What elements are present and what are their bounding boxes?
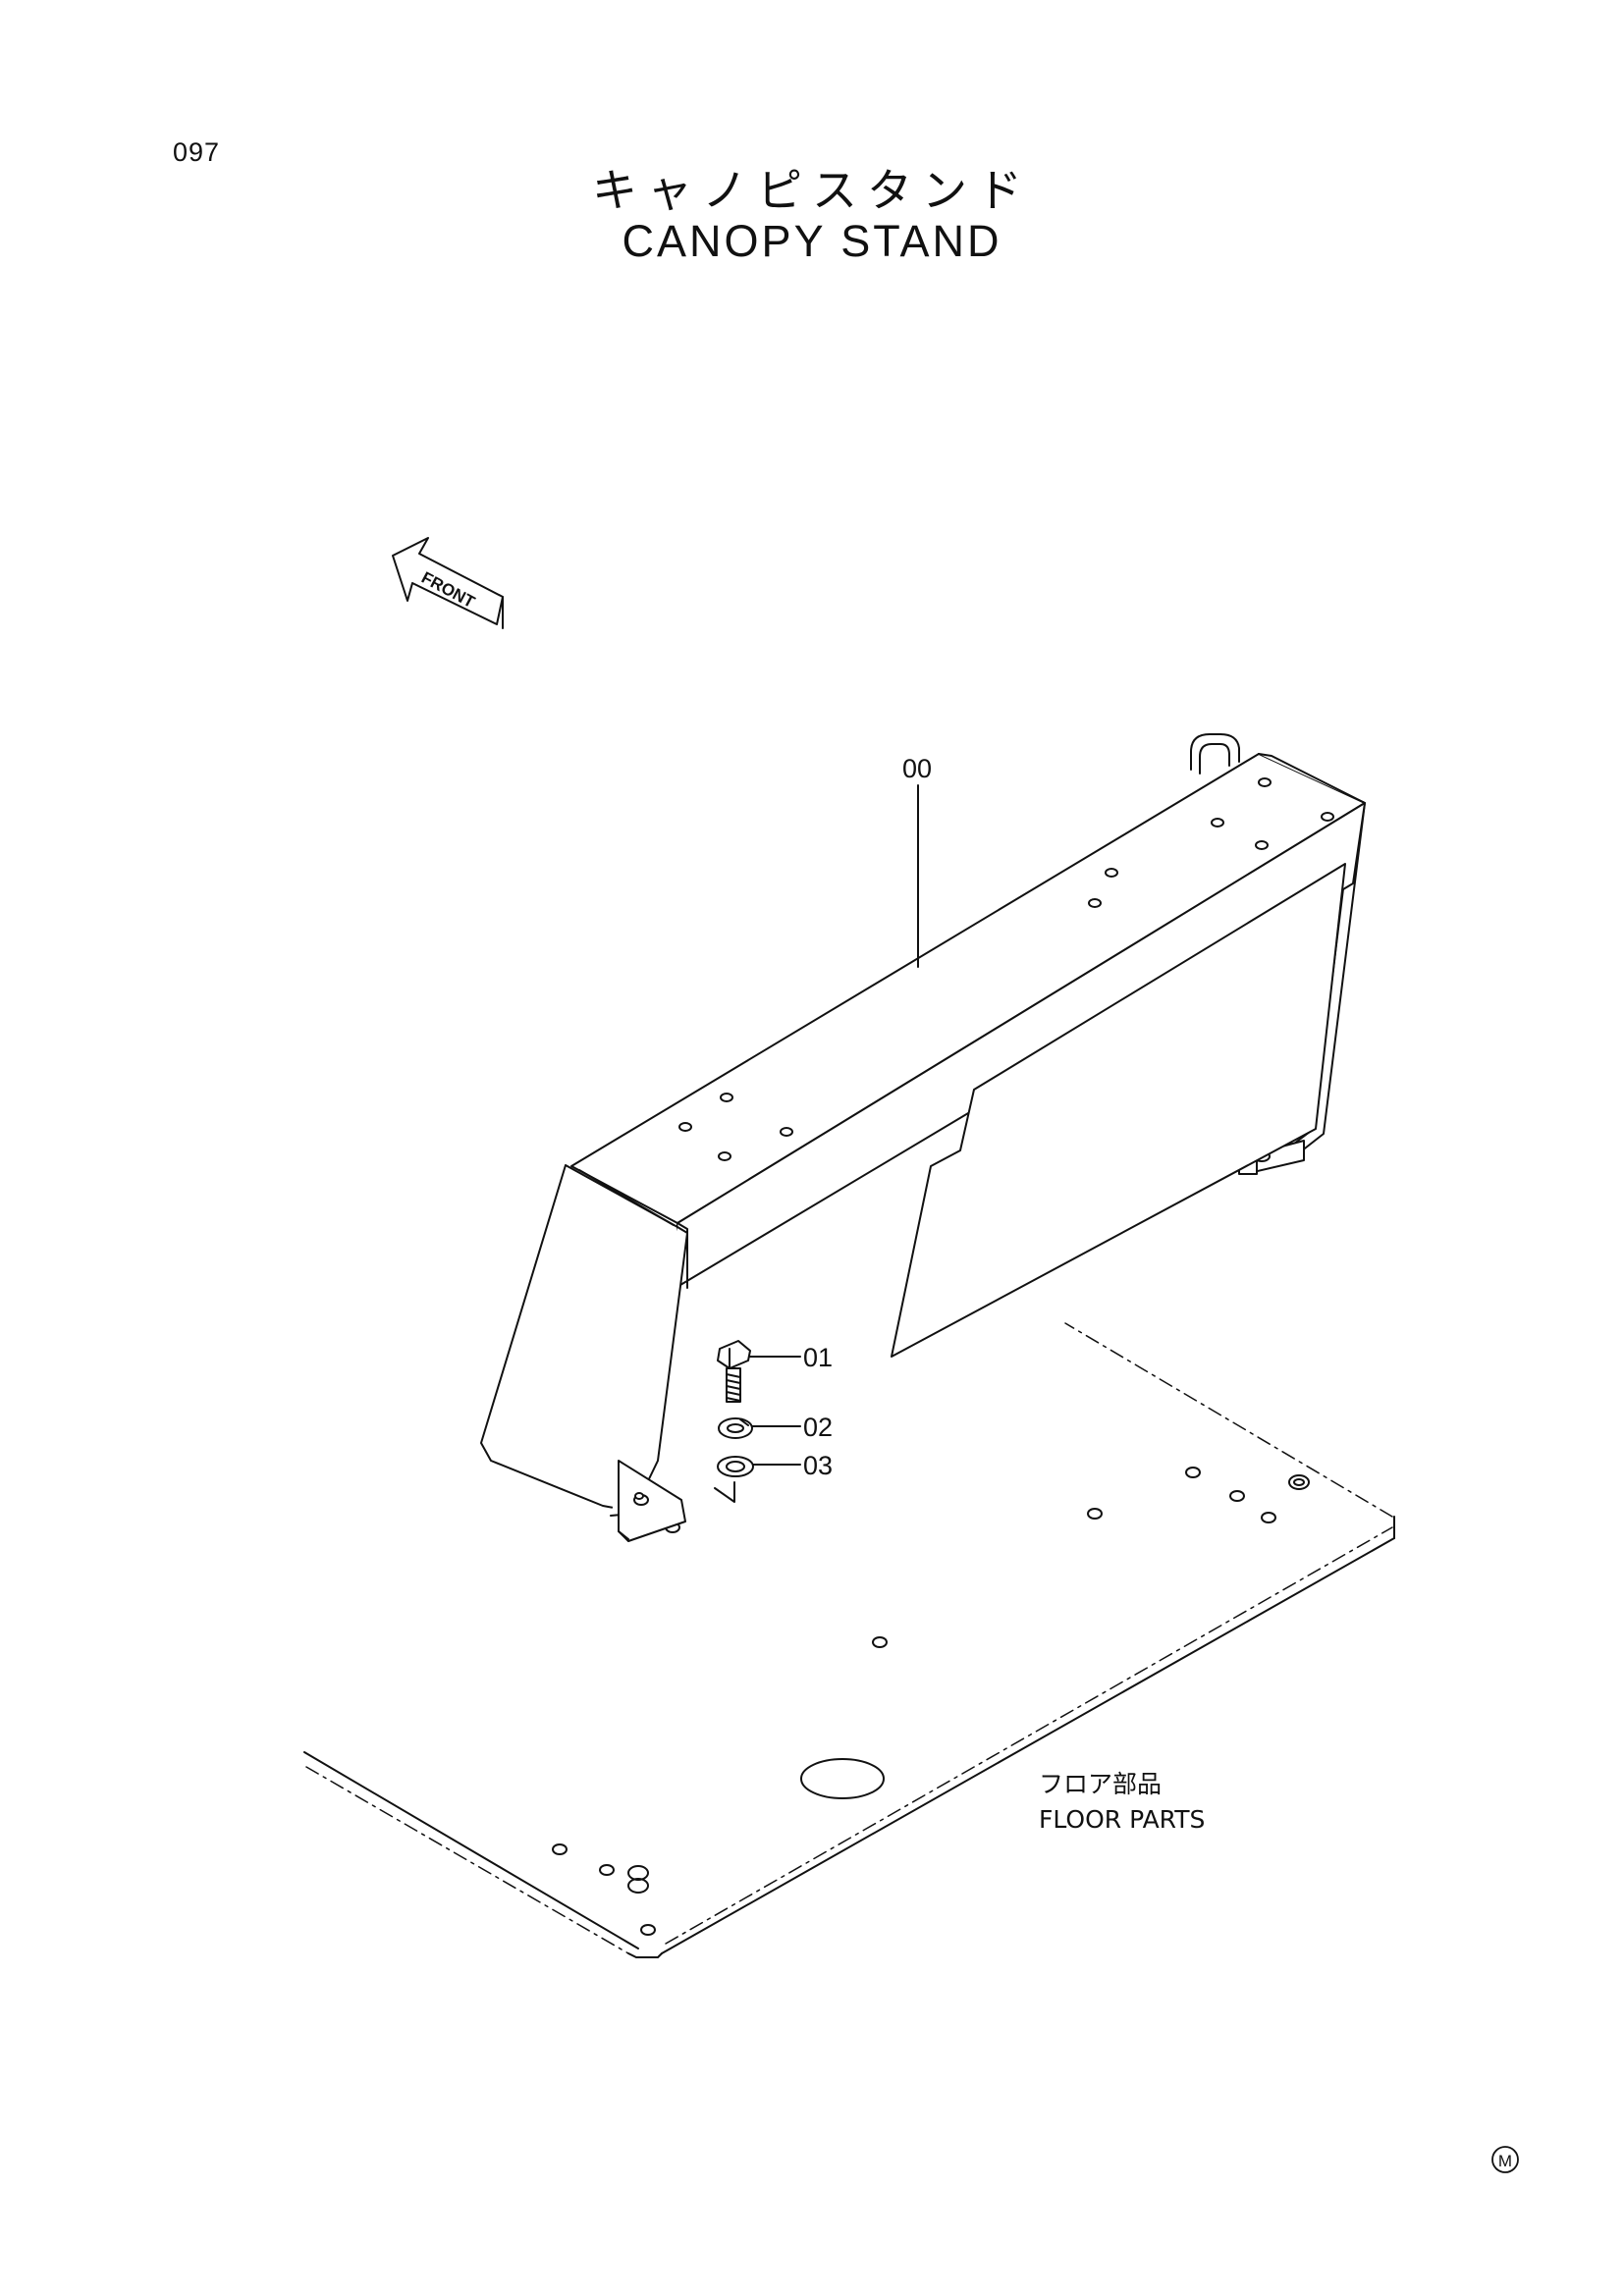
circled-m-mark: M [1491, 2146, 1519, 2173]
plain-washer-icon [717, 1456, 754, 1477]
floor-parts-label-en: FLOOR PARTS [1039, 1805, 1205, 1834]
canopy-stand-frame [480, 733, 1366, 1542]
front-arrow-icon: FRONT [392, 537, 504, 629]
footer-mark: M [1498, 2152, 1512, 2170]
floor-parts-label-jp: フロア部品 [1039, 1770, 1162, 1798]
callout-01: 01 [803, 1343, 833, 1372]
spring-washer-icon [718, 1417, 753, 1439]
page-number: 097 [173, 137, 221, 167]
callout-02: 02 [803, 1413, 833, 1442]
callout-00: 00 [902, 754, 932, 783]
title-japanese: キャノピスタンド [592, 164, 1032, 217]
floor-plate [303, 1322, 1395, 1958]
callout-03: 03 [803, 1451, 833, 1480]
title-english: CANOPY STAND [622, 216, 1002, 266]
bolt-icon [717, 1340, 751, 1403]
